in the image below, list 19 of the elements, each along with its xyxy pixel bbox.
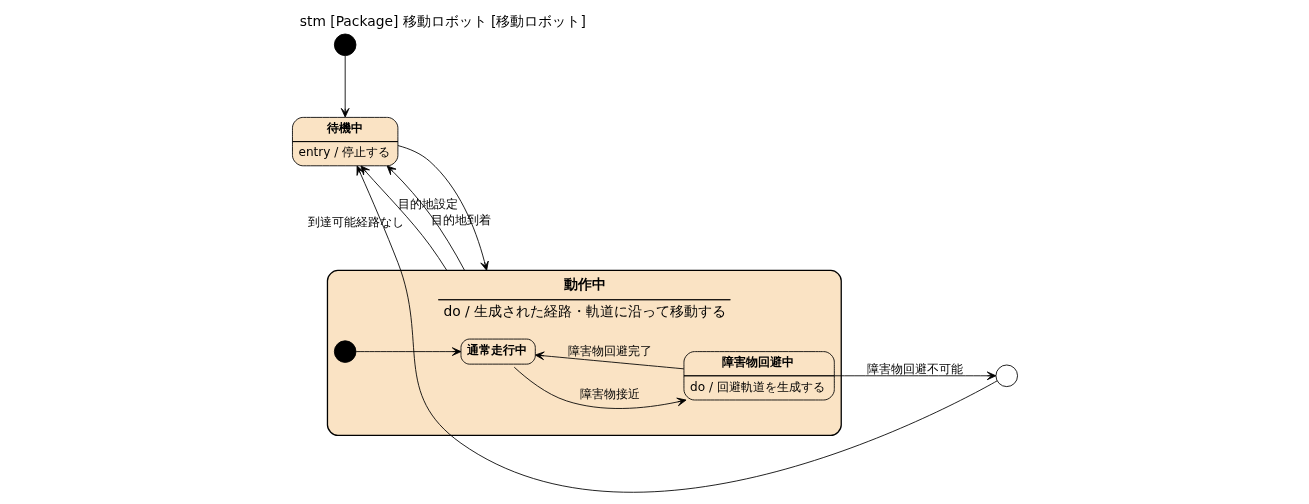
edge-label: 到達可能経路なし — [307, 214, 404, 229]
arrow — [356, 165, 998, 493]
diagram-title: stm [Package] 移動ロボット [移動ロボット] — [299, 13, 586, 30]
node-circle — [995, 364, 1018, 388]
node-circle — [333, 33, 356, 57]
arrow — [359, 165, 447, 271]
arrow — [397, 145, 489, 271]
arrow — [386, 165, 465, 271]
arrow — [513, 366, 686, 409]
edge-label: 目的地到着 — [430, 212, 491, 227]
edge-label: 障害物接近 — [579, 386, 640, 401]
arrow — [833, 371, 996, 381]
arrow — [534, 351, 684, 370]
arrow — [355, 347, 461, 356]
edge-label: 障害物回避不可能 — [866, 361, 963, 376]
edge-label: 障害物回避完了 — [567, 344, 652, 359]
node-circle — [333, 340, 356, 363]
edge-label: 目的地設定 — [397, 196, 458, 211]
arrow — [340, 55, 349, 118]
